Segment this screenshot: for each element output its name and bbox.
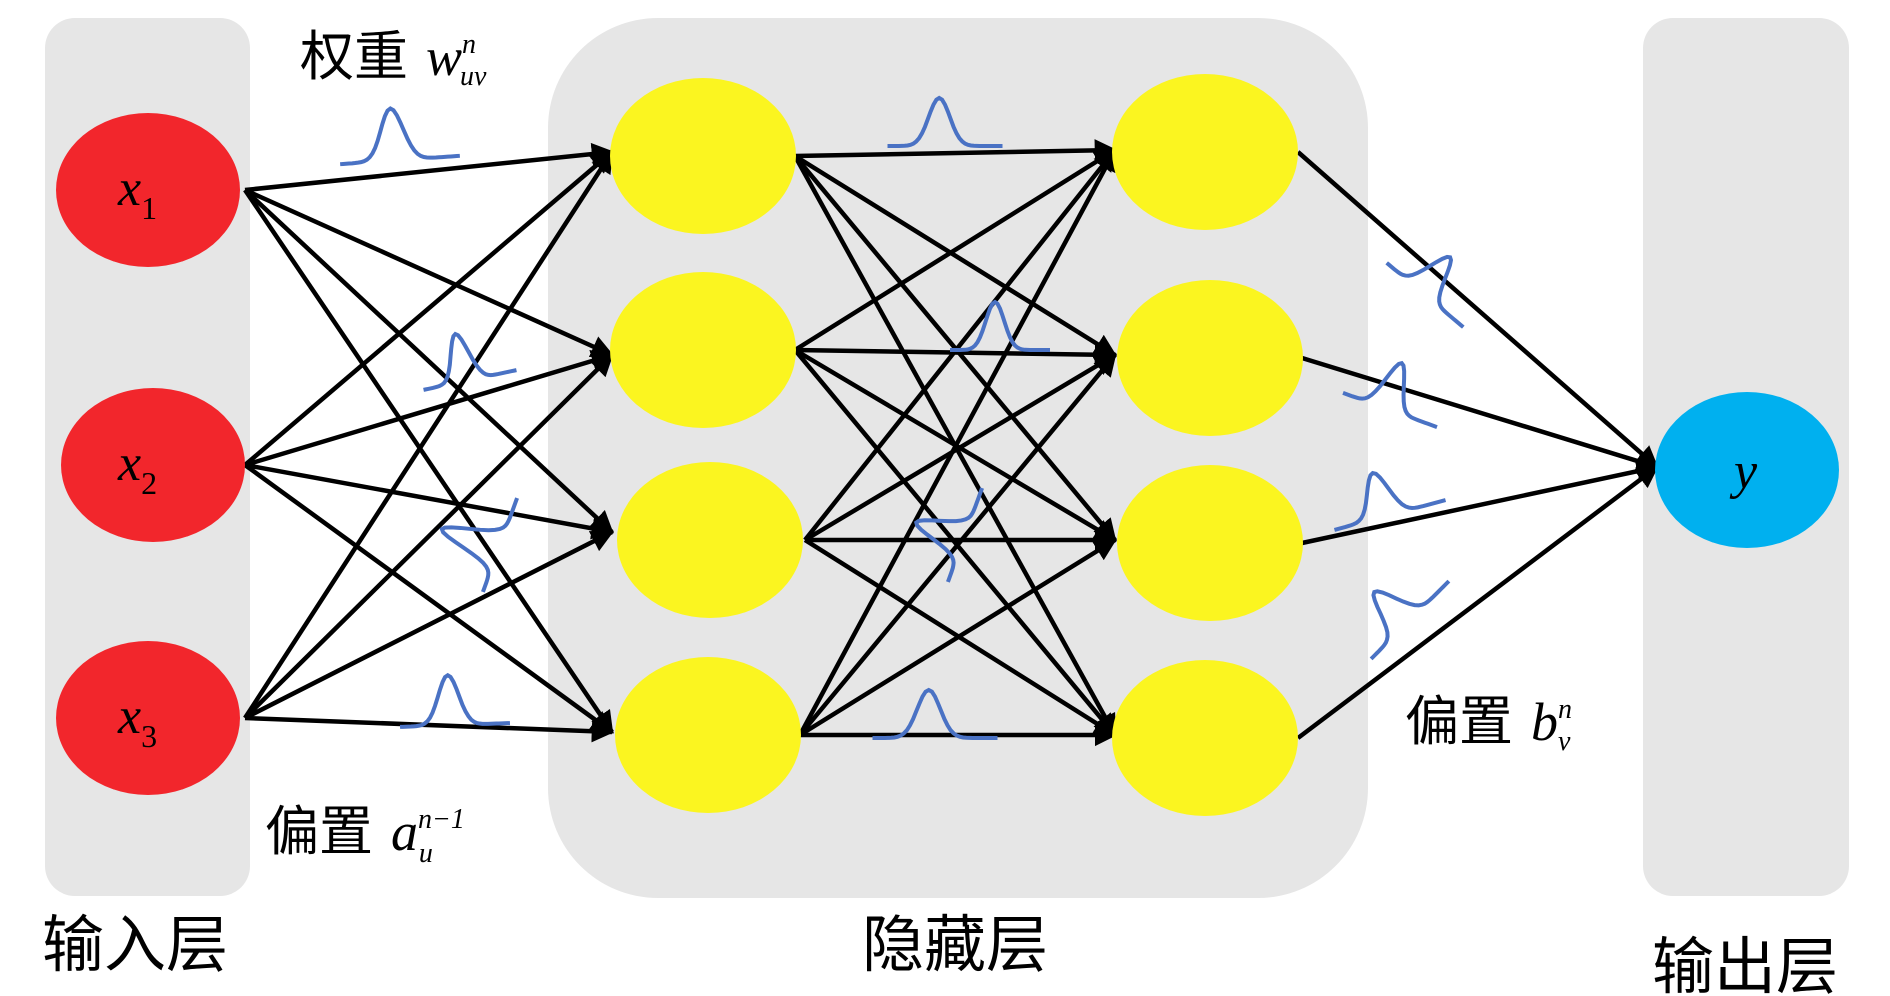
edge-hidden1-3-hidden2-1 xyxy=(803,148,1117,542)
distribution-curve-4 xyxy=(399,672,511,729)
output-node xyxy=(1655,392,1839,548)
hidden2-node-4 xyxy=(1112,660,1298,816)
distribution-curve-2 xyxy=(423,331,517,392)
output-layer-label: 输出层 xyxy=(1652,930,1838,996)
edge-hidden1-3-hidden2-2 xyxy=(803,353,1117,542)
hidden1-node-4 xyxy=(615,657,801,813)
edge-hidden1-4-hidden2-3 xyxy=(798,538,1117,737)
distribution-curve-12 xyxy=(1369,579,1451,661)
edge-input1-hidden1-4 xyxy=(243,188,614,734)
hidden1-node-1 xyxy=(610,78,796,234)
edge-hidden1-4-hidden2-2 xyxy=(798,353,1117,737)
input-node-3 xyxy=(56,641,240,795)
hidden-layer-label: 隐藏层 xyxy=(862,908,1048,981)
edge-input2-hidden1-3 xyxy=(244,462,615,540)
edge-input3-hidden1-2 xyxy=(243,353,614,720)
edge-hidden2-4-output xyxy=(1296,465,1659,740)
edge-hidden1-2-hidden2-4 xyxy=(793,348,1117,737)
edge-hidden1-2-hidden2-1 xyxy=(793,148,1117,352)
input-node-1 xyxy=(56,113,240,267)
input-label-2: x2 xyxy=(117,435,157,501)
edge-input3-hidden1-1 xyxy=(243,150,614,720)
distribution-curve-1 xyxy=(340,106,460,167)
distribution-curve-6 xyxy=(950,299,1050,352)
input-node-2 xyxy=(61,388,245,542)
connection-edges xyxy=(243,139,1660,747)
weight-distribution-curves xyxy=(340,95,1465,740)
input-layer-label: 输入层 xyxy=(42,908,228,981)
hidden1-node-2 xyxy=(610,272,796,428)
edge-input2-hidden1-2 xyxy=(244,350,615,468)
distribution-curve-3 xyxy=(439,497,519,593)
input-label-3: x3 xyxy=(117,688,157,754)
edge-hidden2-3-output xyxy=(1301,460,1660,546)
hidden2-node-2 xyxy=(1117,280,1303,436)
distribution-curve-11 xyxy=(1333,470,1447,532)
edge-input3-hidden1-4 xyxy=(244,715,615,743)
hidden1-node-3 xyxy=(617,462,803,618)
edge-input1-hidden1-1 xyxy=(244,142,615,193)
hidden2-node-3 xyxy=(1117,465,1303,621)
edge-hidden2-1-output xyxy=(1296,150,1659,469)
edge-hidden2-2-output xyxy=(1301,355,1660,472)
input-label-1: x1 xyxy=(117,160,157,226)
edge-input3-hidden1-3 xyxy=(243,529,615,721)
distribution-curve-5 xyxy=(887,95,1003,148)
distribution-curve-7 xyxy=(913,487,984,583)
output-label: y xyxy=(1729,443,1758,500)
distribution-curve-10 xyxy=(1342,360,1438,429)
edge-hidden1-1-hidden2-2 xyxy=(793,154,1117,357)
edge-input2-hidden1-4 xyxy=(243,463,614,734)
edge-input1-hidden1-3 xyxy=(243,188,614,534)
edge-input2-hidden1-1 xyxy=(243,150,614,467)
hidden2-node-1 xyxy=(1112,74,1298,230)
distribution-curve-8 xyxy=(872,687,998,740)
distribution-curve-9 xyxy=(1385,254,1465,329)
edge-hidden1-4-hidden2-1 xyxy=(798,148,1117,737)
edge-hidden1-1-hidden2-1 xyxy=(794,139,1118,162)
edge-input1-hidden1-2 xyxy=(244,187,615,358)
